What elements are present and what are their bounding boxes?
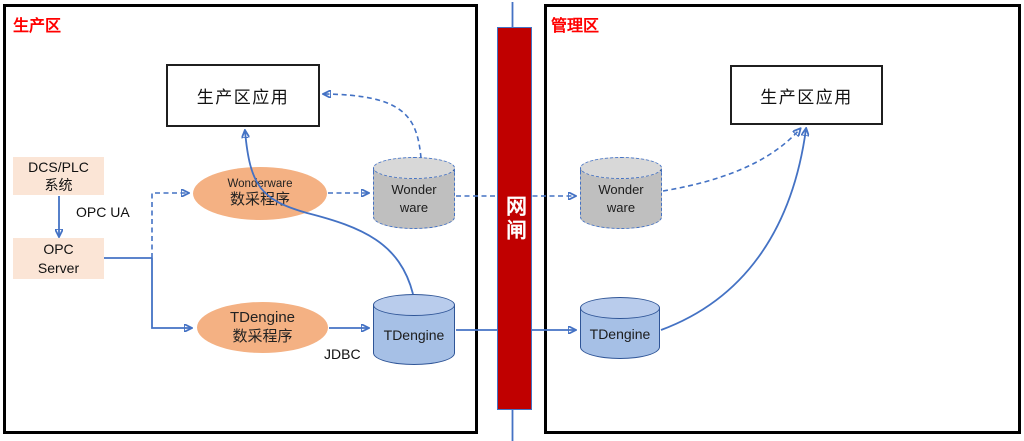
- wonderware-collector-line1: Wonderware: [227, 177, 293, 190]
- tdengine-db-production-cylinder: TDengine: [373, 294, 455, 365]
- tdengine-db-management-label: TDengine: [589, 325, 651, 342]
- wonderware-db-management-label: Wonder ware: [598, 182, 644, 215]
- opc-server-box: OPC Server: [13, 238, 104, 279]
- network-gate-bar: 网闸: [497, 27, 532, 410]
- tdengine-db-management-cylinder: TDengine: [580, 297, 660, 359]
- tdengine-collector-ellipse: TDengine 数采程序: [197, 302, 328, 353]
- dcs-plc-line2: 系统: [44, 177, 73, 193]
- management-app-box: 生产区应用: [730, 65, 883, 125]
- management-zone-panel: [544, 4, 1021, 434]
- tdengine-db-production-label: TDengine: [383, 327, 445, 344]
- wonderware-db-production-cylinder: Wonder ware: [373, 157, 455, 229]
- opc-server-line1: OPC: [43, 241, 74, 258]
- jdbc-protocol-label: JDBC: [324, 346, 361, 362]
- tdengine-collector-line1: TDengine: [229, 308, 296, 326]
- management-app-label: 生产区应用: [760, 87, 853, 107]
- network-gate-label: 网闸: [503, 194, 527, 243]
- dcs-plc-line1: DCS/PLC: [28, 158, 89, 175]
- wonderware-collector-ellipse: Wonderware 数采程序: [193, 167, 327, 220]
- management-zone-label: 管理区: [551, 18, 600, 35]
- wonderware-db-production-label: Wonder ware: [391, 182, 437, 215]
- production-zone-panel: [3, 4, 478, 434]
- wonderware-db-management-cylinder: Wonder ware: [580, 157, 662, 229]
- cylinder-top: [580, 297, 660, 319]
- tdengine-collector-line2: 数采程序: [232, 327, 293, 345]
- production-app-label: 生产区应用: [196, 88, 290, 107]
- cylinder-top: [373, 294, 455, 316]
- opc-ua-protocol-label: OPC UA: [76, 204, 130, 220]
- production-zone-label: 生产区: [13, 18, 62, 35]
- dcs-plc-system-box: DCS/PLC 系统: [13, 157, 104, 195]
- opc-server-line2: Server: [37, 259, 80, 276]
- production-app-box: 生产区应用: [166, 64, 320, 127]
- wonderware-collector-line2: 数采程序: [229, 191, 290, 209]
